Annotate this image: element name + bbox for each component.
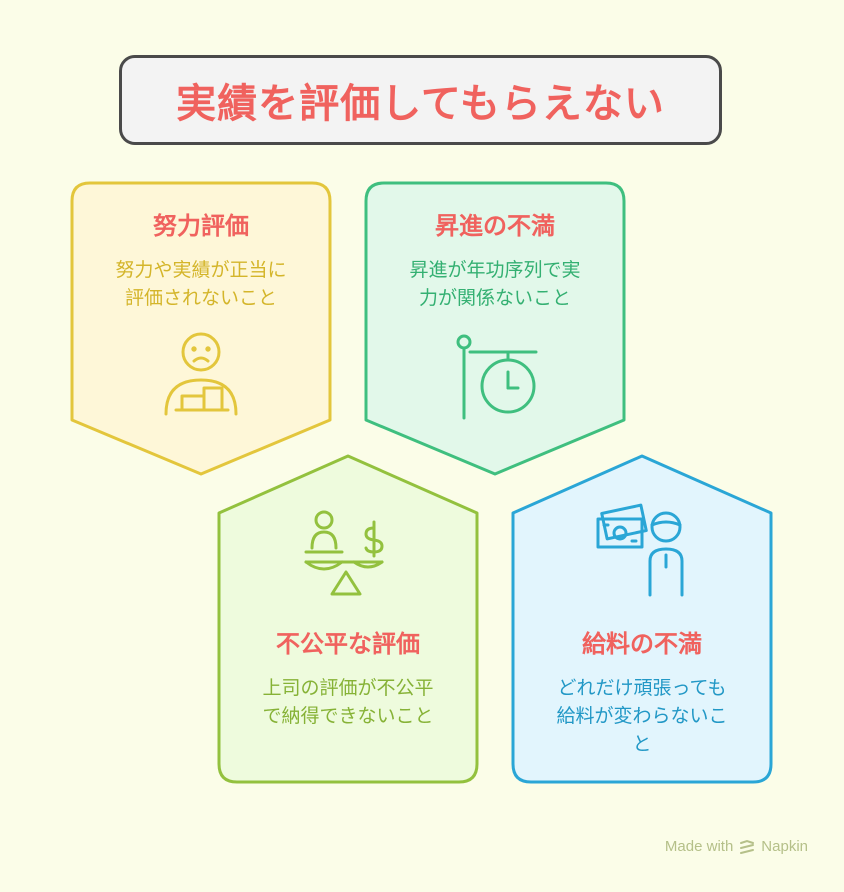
card-promotion-desc-line1: 昇進が年功序列で実 [409, 259, 581, 281]
money-person-icon [596, 503, 684, 597]
card-promotion-title: 昇進の不満 [435, 212, 555, 240]
napkin-logo-icon [740, 839, 755, 854]
card-salary-desc-line3: と [632, 733, 652, 755]
card-effort-title: 努力評価 [153, 212, 249, 240]
made-with-label: Made with [664, 838, 734, 855]
napkin-brand: Napkin [761, 838, 808, 855]
card-unfair-desc: 上司の評価が不公平 で納得できないこと [219, 674, 477, 730]
card-salary-desc: どれだけ頑張っても 給料が変わらないこ と [513, 674, 771, 758]
card-salary-desc-line2: 給料が変わらないこ [556, 705, 728, 727]
card-unfair-desc-line1: 上司の評価が不公平 [262, 677, 434, 699]
card-unfair-desc-line2: で納得できないこと [262, 705, 434, 727]
sign-clock-icon [456, 334, 538, 420]
card-promotion-desc: 昇進が年功序列で実 力が関係ないこと [366, 256, 624, 312]
card-effort-desc-line2: 評価されないこと [124, 287, 277, 309]
card-salary-desc-line1: どれだけ頑張っても [557, 677, 727, 699]
frown-person-blocks-icon [164, 332, 238, 416]
card-effort-desc: 努力や実績が正当に 評価されないこと [72, 256, 330, 312]
unbalanced-scale-icon [304, 510, 384, 596]
page-title: 実績を評価してもらえない [176, 81, 665, 127]
card-promotion-desc-line2: 力が関係ないこと [418, 287, 571, 309]
title-box: 実績を評価してもらえない [119, 55, 722, 145]
card-effort-desc-line1: 努力や実績が正当に [115, 259, 287, 281]
card-salary-title: 給料の不満 [582, 630, 702, 658]
card-unfair-title: 不公平な評価 [276, 630, 420, 658]
made-with-napkin: Made with Napkin [665, 838, 808, 855]
